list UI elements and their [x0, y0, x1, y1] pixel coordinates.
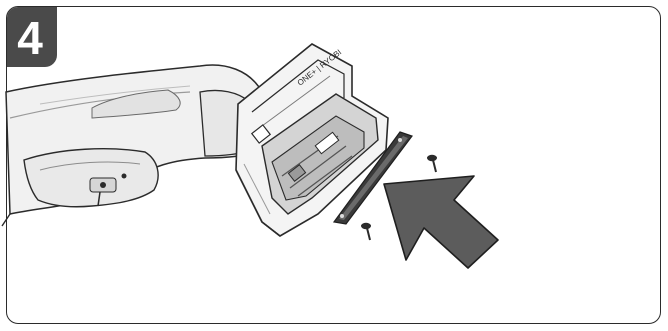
insert-arrow-icon: [384, 176, 498, 268]
screw-icon: [361, 223, 371, 240]
screw-icon: [427, 155, 437, 172]
tool-body-icon: [2, 65, 265, 226]
